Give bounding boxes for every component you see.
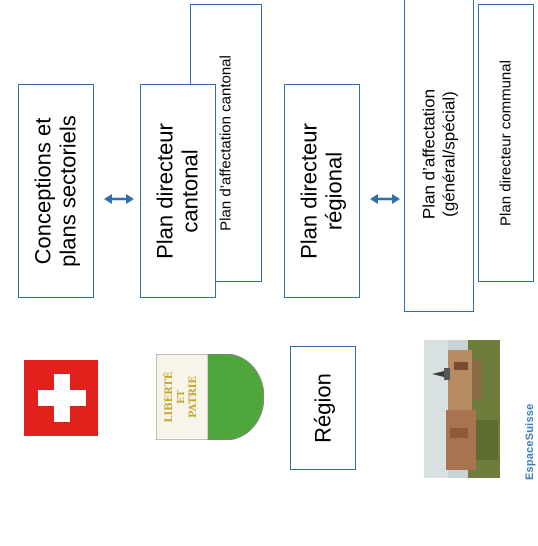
motto-line-2: ET	[177, 390, 187, 404]
regional-director-label: Plan directeur régional	[296, 123, 347, 259]
village-photo	[424, 340, 500, 478]
bidirectional-arrow-icon	[104, 194, 134, 204]
motto-line-3: PATRIE	[188, 376, 199, 418]
region-box: Région	[290, 346, 356, 470]
region-label: Région	[310, 373, 336, 443]
cantonal-director-box: Plan directeur cantonal	[140, 84, 216, 298]
communal-director-label: Plan directeur communal	[497, 60, 515, 226]
cantonal-affectation-label: Plan d’affectation cantonal	[217, 55, 235, 231]
federal-plans-label: Conceptions et plans sectoriels	[30, 115, 81, 267]
motto-line-1: LIBERTÉ	[163, 371, 175, 422]
communal-director-box: Plan directeur communal	[478, 4, 534, 282]
vaud-coat-of-arms-icon: LIBERTÉ ET PATRIE	[156, 354, 264, 440]
cantonal-director-label: Plan directeur cantonal	[152, 123, 203, 259]
communal-affectation-label: Plan d’affectation (général/spécial)	[419, 88, 458, 220]
swiss-flag-icon	[24, 360, 98, 436]
bidirectional-arrow-icon	[370, 194, 400, 204]
communal-affectation-box: Plan d’affectation (général/spécial)	[404, 0, 474, 312]
federal-plans-box: Conceptions et plans sectoriels	[18, 84, 94, 298]
espacesuisse-brand: EspaceSuisse	[524, 403, 536, 480]
regional-director-box: Plan directeur régional	[284, 84, 360, 298]
